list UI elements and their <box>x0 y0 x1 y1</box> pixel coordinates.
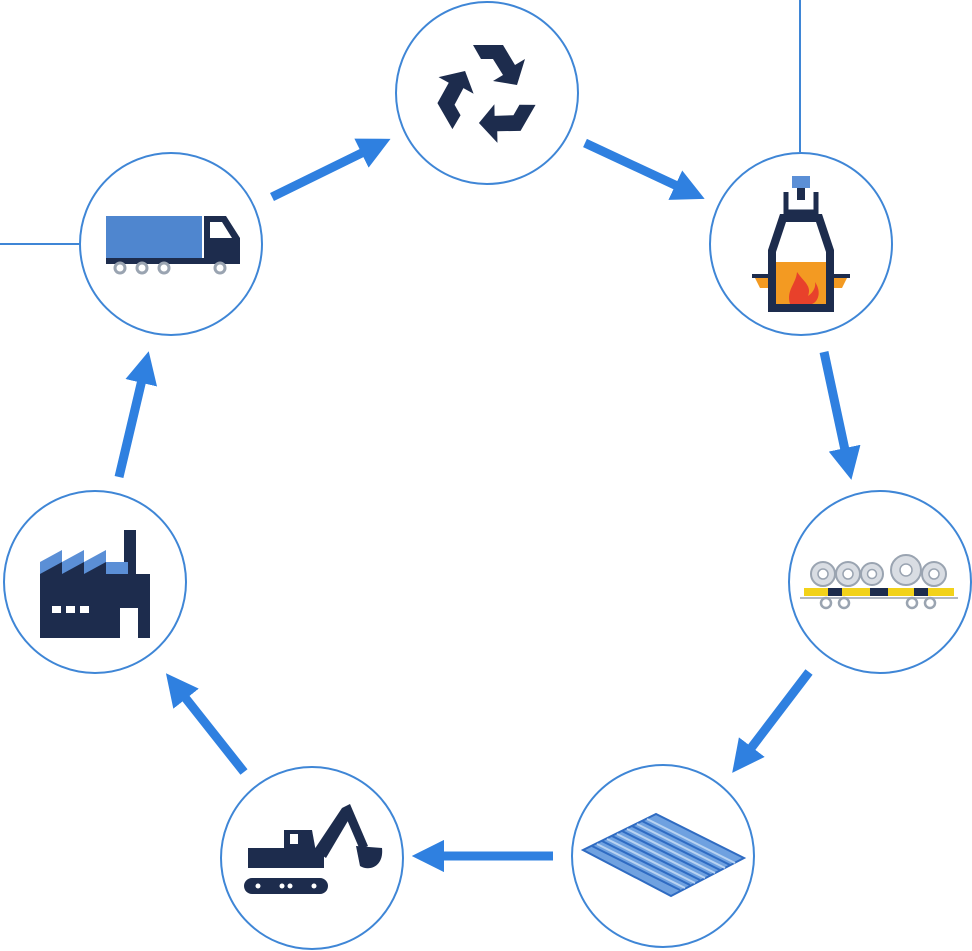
node-construction <box>220 766 404 950</box>
node-manufacturing <box>3 490 187 674</box>
flow-arrows <box>114 138 861 873</box>
arrow-steelmaking-to-rolling <box>819 351 861 480</box>
arrow-manufacturing-to-transport <box>114 351 158 479</box>
node-steelmaking <box>709 152 893 336</box>
arrow-rolling-to-products <box>732 669 813 773</box>
excavator-icon <box>244 804 383 894</box>
truck-icon <box>106 216 240 275</box>
node-recycling <box>395 1 579 185</box>
corrugated-sheet-icon <box>580 812 747 898</box>
node-rolling <box>788 490 972 674</box>
arrow-transport-to-recycling <box>270 138 391 202</box>
arrow-construction-to-manufacturing <box>165 673 248 775</box>
recycle-icon <box>437 45 536 143</box>
steel-coil-railcar-icon <box>800 554 958 610</box>
node-products <box>571 764 755 948</box>
node-transport <box>79 152 263 336</box>
factory-icon <box>40 530 150 638</box>
arrow-recycling-to-steelmaking <box>583 138 705 200</box>
blast-furnace-icon <box>752 176 850 312</box>
